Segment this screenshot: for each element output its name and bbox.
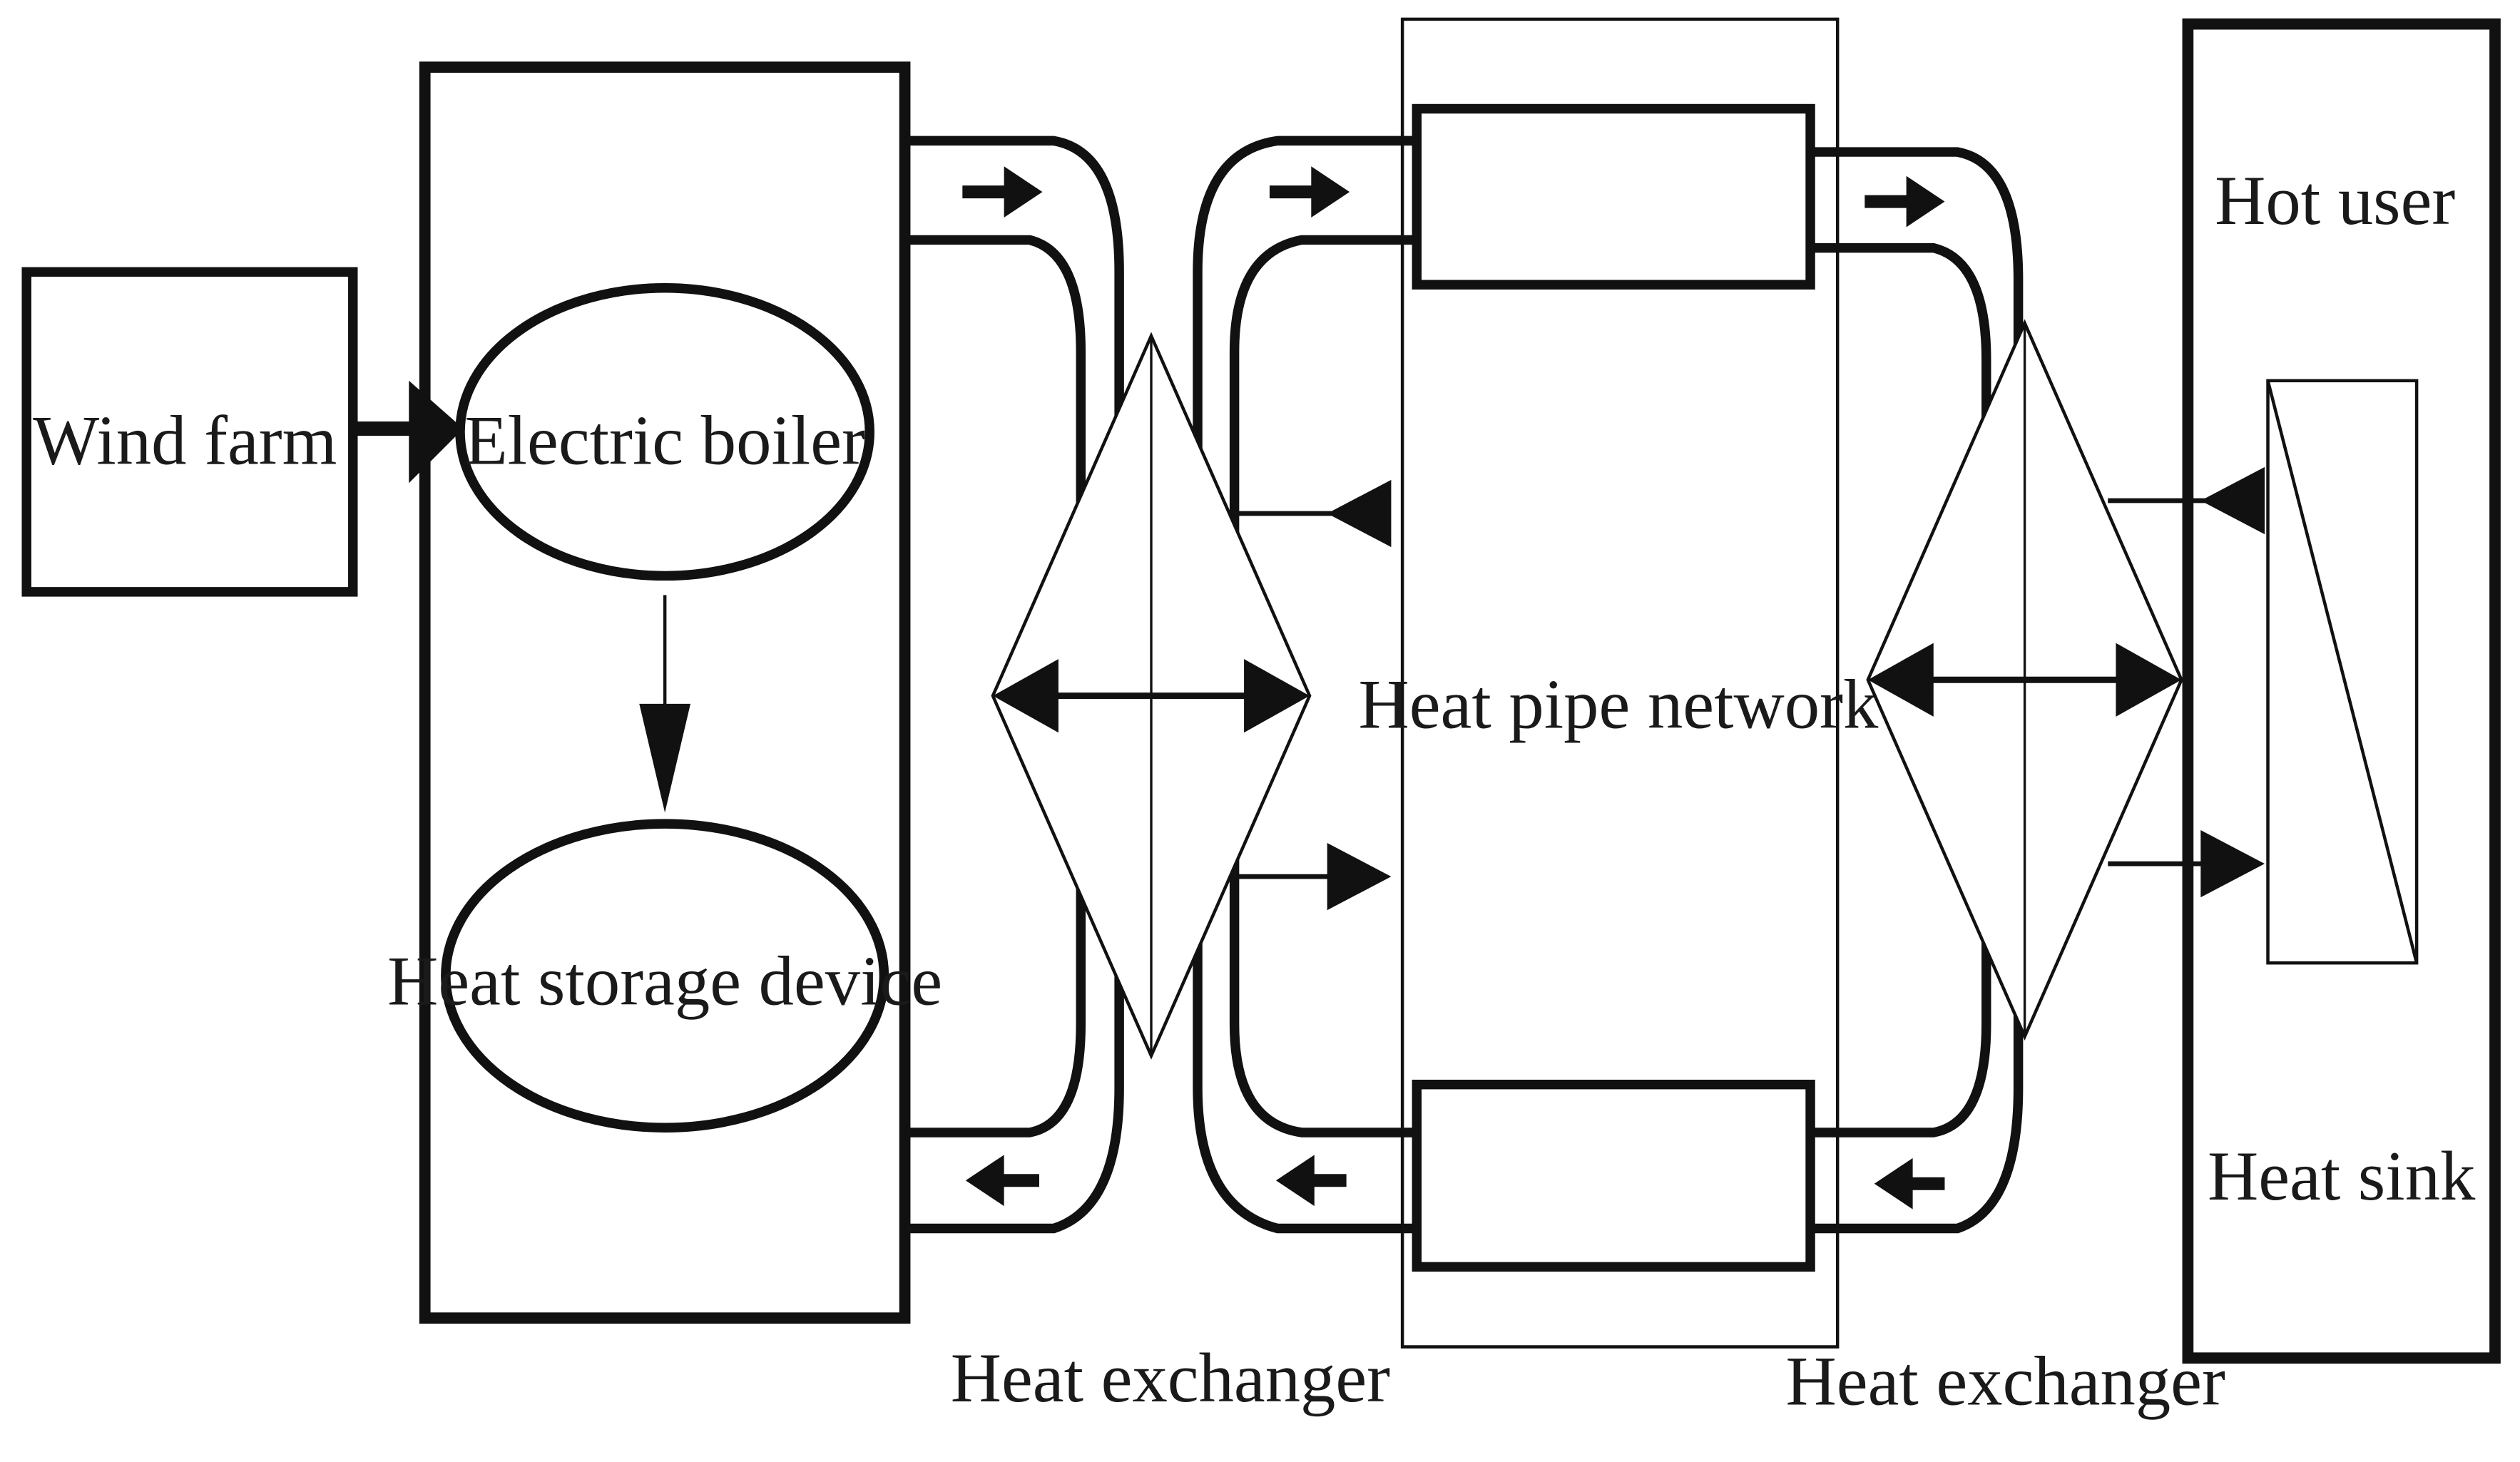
source-supply-flow-arrow [962,166,1043,218]
wind-farm-label: Wind farm [33,402,337,479]
network-return-flow-arrow [1275,1155,1347,1207]
exchanger-network-lower-arrow [1238,843,1392,911]
exchanger-user-lower-arrow [2108,830,2265,898]
exchanger-user-upper-arrow [2108,466,2265,535]
electric-boiler-node: Electric boiler [455,282,874,581]
network-return-pipe [1412,1079,1815,1272]
network-supply-flow-arrow [1269,166,1350,218]
heat-sink-label: Heat sink [2208,1138,2476,1215]
heat-pipe-network-box [1400,17,1840,1349]
exchanger-network-upper-arrow [1238,479,1392,548]
user-side-supply-flow-arrow [1865,175,1945,228]
user-side-return-flow-arrow [1874,1157,1945,1210]
wind-farm-node: Wind farm [21,267,358,597]
heat-storage-node: Heat storage device [387,819,942,1133]
heat-exchanger-right [1866,319,2183,1041]
wind-to-boiler-arrow [352,380,464,484]
boiler-to-storage-arrow [639,595,691,813]
network-supply-pipe [1412,103,1815,290]
hot-user-label: Hot user [2215,162,2455,240]
heat-exchanger-left [991,332,1312,1060]
heat-exchanger-left-label: Heat exchanger [951,1339,1390,1417]
heat-storage-label: Heat storage device [387,943,942,1021]
source-return-flow-arrow [965,1155,1039,1207]
hot-user-node: Hot user Heat sink [2182,18,2501,1364]
heat-exchanger-right-label: Heat exchanger [1786,1342,2225,1420]
heat-pipe-network-label: Heat pipe network [1358,666,1878,744]
electric-boiler-label: Electric boiler [464,402,865,479]
heat-source-box [419,61,911,1324]
